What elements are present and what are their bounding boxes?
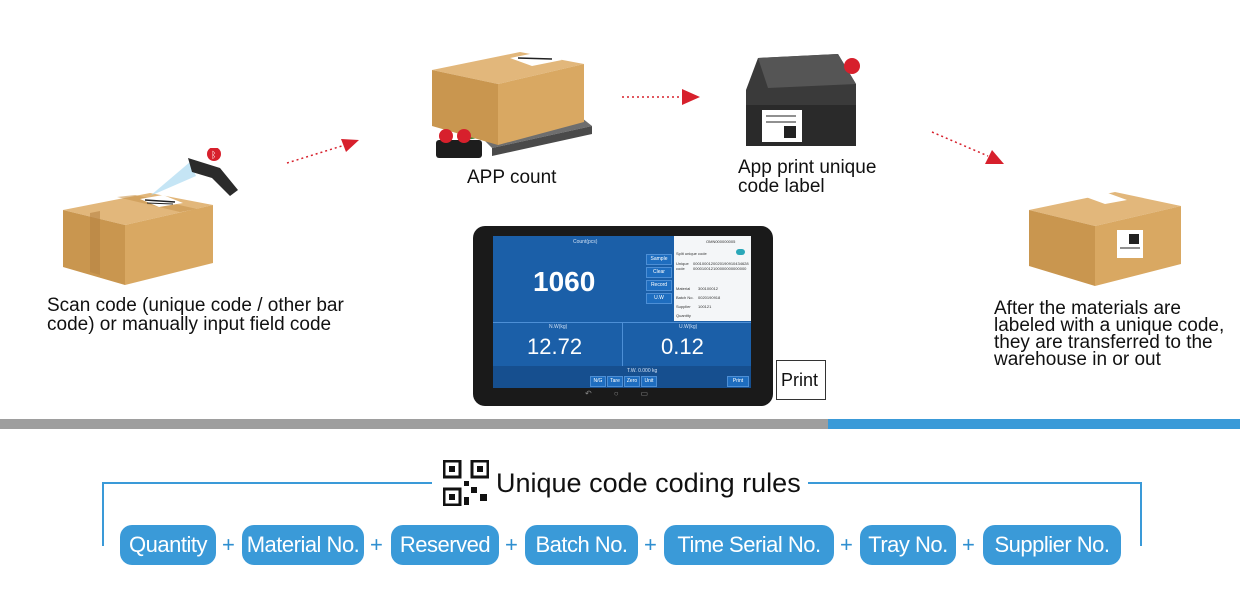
separator-gray <box>0 419 828 429</box>
rule-reserved: Reserved <box>391 525 499 565</box>
tw-text: T.W. 0.000 kg <box>627 368 658 374</box>
step-print-label-caption: App print unique code label <box>738 157 877 197</box>
divider-vertical <box>622 322 623 366</box>
plus-sign: + <box>644 532 657 557</box>
tare-button[interactable]: Tare <box>607 376 623 387</box>
zero-button[interactable]: Zero <box>624 376 640 387</box>
split-unique-label: Split unique code <box>676 251 707 256</box>
print-button[interactable]: Print <box>727 376 749 387</box>
clear-button[interactable]: Clear <box>646 267 672 278</box>
uw-label: U.W(kg) <box>679 324 698 330</box>
batch-value: 0020190918 <box>698 295 721 300</box>
supplier-value: 100121 <box>698 304 712 309</box>
separator-blue <box>828 419 1240 429</box>
count-value: 1060 <box>533 266 596 297</box>
step-warehouse-caption: After the materials are labeled with a u… <box>994 298 1225 370</box>
step-scan-caption: Scan code (unique code / other bar code)… <box>47 295 344 335</box>
flow-arrow-1 <box>285 130 365 175</box>
material-label: Material <box>676 286 691 291</box>
quantity-label: Quantity <box>676 313 691 318</box>
svg-text:ᛒ: ᛒ <box>211 150 216 161</box>
plus-sign: + <box>222 532 235 557</box>
tablet-screen: Count(pcs) 1060 Sample Clear Record U.W … <box>493 236 751 388</box>
sample-button[interactable]: Sample <box>646 254 672 265</box>
rule-material-no: Material No. <box>242 525 364 565</box>
supplier-label: Supplier <box>676 304 691 309</box>
record-button[interactable]: Record <box>646 280 672 291</box>
labeled-box-illustration <box>1025 178 1185 288</box>
nav-icons: ↶○▭ <box>585 389 671 398</box>
plus-sign: + <box>370 532 383 557</box>
nw-label: N.W(kg) <box>549 324 568 330</box>
split-toggle[interactable] <box>736 249 745 255</box>
batch-label: Batch No. <box>676 295 694 300</box>
barcode-scanner-icon: ᛒ <box>150 147 245 208</box>
ng-button[interactable]: N/G <box>590 376 606 387</box>
tablet-device: Count(pcs) 1060 Sample Clear Record U.W … <box>473 226 773 406</box>
flow-arrow-3 <box>930 128 1010 175</box>
uw-value: 0.12 <box>661 334 704 359</box>
plus-sign: + <box>840 532 853 557</box>
panel-id: OMN000000005 <box>706 239 736 244</box>
scale-box-illustration <box>432 40 597 165</box>
rule-supplier-no: Supplier No. <box>983 525 1121 565</box>
uw-button[interactable]: U.W <box>646 293 672 304</box>
count-header: Count(pcs) <box>573 239 598 245</box>
unique-code-panel: OMN000000005 Split unique code Unique co… <box>674 236 751 321</box>
rules-title-bg <box>432 455 808 505</box>
rule-time-serial-no: Time Serial No. <box>664 525 834 565</box>
rule-quantity: Quantity <box>120 525 216 565</box>
qr-code-icon <box>442 459 490 507</box>
print-callout: Print <box>776 360 826 400</box>
box-scan-illustration <box>55 175 220 285</box>
nw-value: 12.72 <box>527 334 583 359</box>
print-callout-label: Print <box>781 370 819 390</box>
unit-button[interactable]: Unit <box>641 376 657 387</box>
plus-sign: + <box>505 532 518 557</box>
rules-title: Unique code coding rules <box>496 468 801 498</box>
label-printer-illustration <box>738 50 868 150</box>
material-value: 300100012 <box>698 286 719 291</box>
unique-code-value: 0001000120020190910434628000010012100000… <box>693 261 749 271</box>
step-app-count-caption: APP count <box>467 167 557 188</box>
rule-batch-no: Batch No. <box>525 525 638 565</box>
unique-code-label: Unique code <box>676 261 689 271</box>
rule-tray-no: Tray No. <box>860 525 956 565</box>
plus-sign: + <box>962 532 975 557</box>
flow-arrow-2 <box>620 85 705 114</box>
